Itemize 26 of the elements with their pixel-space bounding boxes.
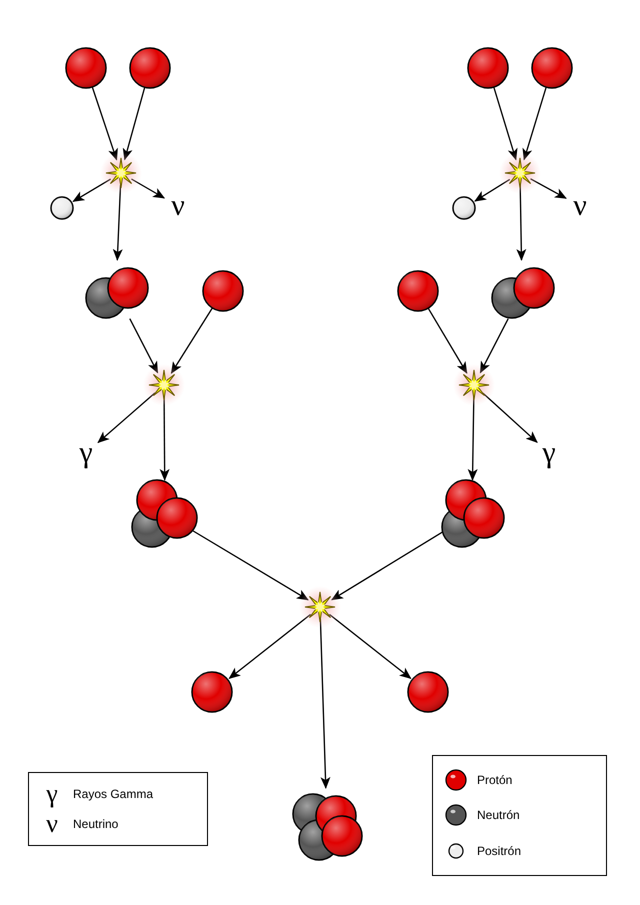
- neutrino-symbol: ν: [171, 191, 185, 221]
- proton-sphere: [191, 671, 233, 713]
- deuteron-drawing: [491, 267, 555, 319]
- proton-sphere: [65, 47, 107, 89]
- legend-text: Neutrón: [477, 808, 520, 822]
- gamma-symbol: γ: [542, 438, 556, 468]
- positron-sphere: [452, 196, 476, 220]
- neutrino-symbol: ν: [573, 191, 587, 221]
- proton-sphere: [531, 47, 573, 89]
- deuteron-drawing: [85, 267, 149, 319]
- proton-sphere: [202, 270, 244, 312]
- helium-nucleus-drawing: [441, 479, 505, 548]
- proton-sphere: [129, 47, 171, 89]
- legend-text: Positrón: [477, 844, 522, 858]
- gamma-symbol: γ: [79, 438, 93, 468]
- legend-symbol: ν: [45, 811, 59, 837]
- proton-sphere: [467, 47, 509, 89]
- proton-sphere: [397, 270, 439, 312]
- proton-sphere: [407, 671, 449, 713]
- legend-symbol: γ: [45, 781, 59, 807]
- helium-nucleus-drawing: [292, 793, 363, 861]
- legend-text: Protón: [477, 772, 512, 787]
- helium-nucleus-drawing: [131, 479, 198, 548]
- legend-text: Neutrino: [73, 817, 118, 831]
- positron-sphere: [50, 196, 74, 220]
- legend-text: Rayos Gamma: [73, 787, 154, 801]
